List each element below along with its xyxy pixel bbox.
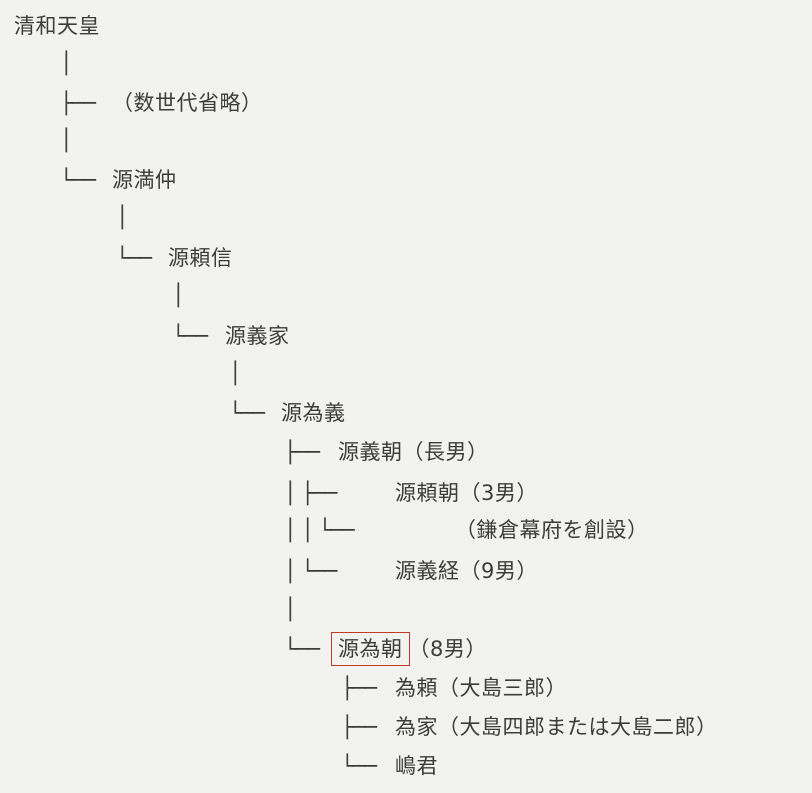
tree-connector: ├── (284, 440, 320, 464)
person-name: 清和天皇 (14, 11, 100, 41)
name-text: 源義朝（長男） (338, 440, 489, 464)
tree-connector: │ (60, 51, 73, 75)
name-suffix: （8男） (408, 637, 487, 661)
tree-connector: │ (116, 205, 129, 229)
tree-connector: │ (60, 128, 73, 152)
highlighted-name-text: 源為朝 (331, 632, 410, 666)
tree-row: 清和天皇 (0, 11, 812, 41)
tree-connector: └── (229, 401, 265, 425)
tree-row: └── 源為朝（8男） (0, 632, 812, 666)
tree-row: └── 源為義 (0, 398, 812, 428)
name-text: （鎌倉幕府を創設） (455, 518, 649, 542)
tree-connector: └── (116, 246, 152, 270)
tree-connector: │ ├── (284, 481, 337, 505)
tree-row: └── 源義家 (0, 321, 812, 351)
name-text: 為頼（大島三郎） (395, 676, 567, 700)
name-text: 源頼信 (168, 246, 233, 270)
tree-connector: │ │ └── (284, 518, 355, 542)
name-text: 源為義 (281, 401, 346, 425)
tree-connector: └── (172, 324, 208, 348)
tree-connector: ├── (341, 715, 377, 739)
tree-row: │ (0, 280, 812, 310)
name-text: （数世代省略） (112, 91, 263, 115)
person-name: 源頼朝（3男） (395, 478, 538, 508)
tree-row: │ (0, 125, 812, 155)
tree-row: │ ├── 源頼朝（3男） (0, 478, 812, 508)
person-name: 嶋君 (395, 751, 438, 781)
tree-row: ├── （数世代省略） (0, 88, 812, 118)
tree-connector: │ (172, 283, 185, 307)
tree-row: ├── 源義朝（長男） (0, 437, 812, 467)
tree-row: │ │ └── （鎌倉幕府を創設） (0, 515, 812, 545)
tree-row: │ (0, 594, 812, 624)
name-text: 為家（大島四郎または大島二郎） (395, 715, 718, 739)
name-text: 清和天皇 (14, 14, 100, 38)
tree-connector: ├── (60, 91, 96, 115)
tree-row: │ (0, 358, 812, 388)
tree-connector: ├── (341, 676, 377, 700)
person-name: 源義家 (225, 321, 290, 351)
tree-connector: │ └── (284, 559, 337, 583)
highlighted-person-name: 源為朝（8男） (331, 632, 487, 666)
tree-row: ├── 為家（大島四郎または大島二郎） (0, 712, 812, 742)
name-text: 源満仲 (112, 168, 177, 192)
person-name: （鎌倉幕府を創設） (455, 515, 649, 545)
tree-row: ├── 為頼（大島三郎） (0, 673, 812, 703)
tree-row: │ └── 源義経（9男） (0, 556, 812, 586)
tree-row: │ (0, 48, 812, 78)
person-name: （数世代省略） (112, 88, 263, 118)
tree-connector: └── (341, 754, 377, 778)
tree-connector: │ (229, 361, 242, 385)
tree-connector: └── (60, 168, 96, 192)
person-name: 源為義 (281, 398, 346, 428)
tree-row: └── 嶋君 (0, 751, 812, 781)
person-name: 為家（大島四郎または大島二郎） (395, 712, 718, 742)
tree-row: └── 源頼信 (0, 243, 812, 273)
person-name: 為頼（大島三郎） (395, 673, 567, 703)
person-name: 源満仲 (112, 165, 177, 195)
name-text: 源頼朝（3男） (395, 481, 538, 505)
name-text: 源義家 (225, 324, 290, 348)
tree-row: │ (0, 202, 812, 232)
person-name: 源義経（9男） (395, 556, 538, 586)
tree-connector: │ (284, 597, 297, 621)
name-text: 嶋君 (395, 754, 438, 778)
tree-row: └── 源満仲 (0, 165, 812, 195)
tree-connector: └── (284, 637, 320, 661)
name-text: 源義経（9男） (395, 559, 538, 583)
person-name: 源頼信 (168, 243, 233, 273)
person-name: 源義朝（長男） (338, 437, 489, 467)
